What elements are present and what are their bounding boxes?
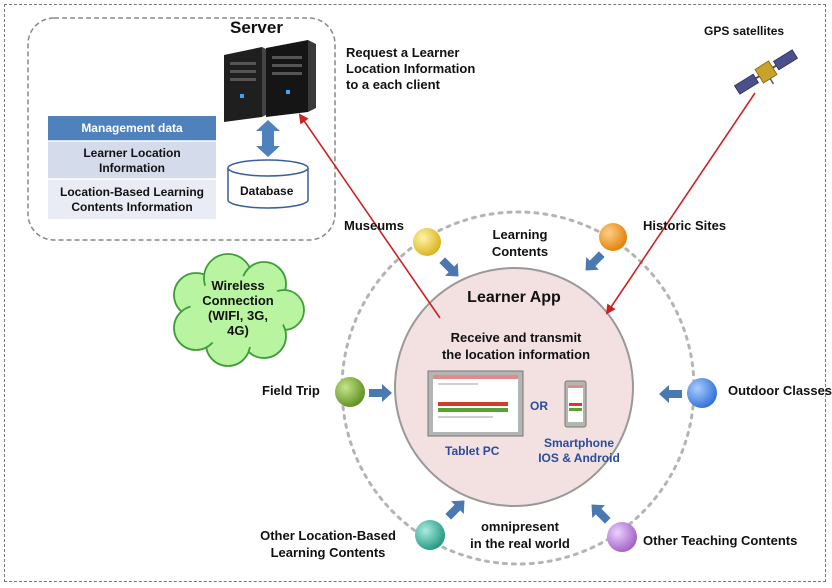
other-teaching-node <box>607 522 637 552</box>
server-icon <box>224 40 316 122</box>
mgmt-row-learning-contents: Location-Based Learning Contents Informa… <box>59 185 205 214</box>
server-database-arrow <box>256 120 280 157</box>
other-location-label: Other Location-Based Learning Contents <box>260 528 396 560</box>
other-teaching-label: Other Teaching Contents <box>643 533 798 548</box>
mgmt-row-learner-location: Learner Location Information <box>83 146 181 175</box>
gps-arrow <box>605 92 756 315</box>
request-arrow <box>298 113 441 319</box>
wireless-cloud <box>173 253 305 367</box>
outdoor-label: Outdoor Classes <box>728 383 832 398</box>
receive-text: Receive and transmit the location inform… <box>441 330 591 362</box>
historic-label: Historic Sites <box>643 218 727 233</box>
server-title: Server <box>230 18 283 37</box>
smartphone-label: Smartphone IOS & Android <box>538 436 620 465</box>
field-trip-label: Field Trip <box>262 383 320 398</box>
database-icon <box>227 159 309 209</box>
outdoor-node <box>687 378 717 408</box>
request-text: Request a Learner Location Information t… <box>346 45 476 92</box>
smartphone-icon <box>564 380 587 428</box>
mgmt-row2-bg <box>48 179 216 219</box>
gps-label: GPS satellites <box>704 24 785 38</box>
museums-node <box>413 228 441 256</box>
learner-app-title: Learner App <box>467 289 561 306</box>
tablet-icon <box>427 370 524 437</box>
historic-node <box>599 223 627 251</box>
blue-arrows <box>369 251 682 524</box>
other-location-node <box>415 520 445 550</box>
field-trip-node <box>335 377 365 407</box>
museums-label: Museums <box>344 218 404 233</box>
learning-contents-label: Learning Contents <box>491 227 549 259</box>
wireless-text: Wireless Connection (WIFI, 3G, 4G) <box>202 278 274 338</box>
or-label: OR <box>530 399 548 413</box>
satellite-icon <box>733 49 799 95</box>
tablet-label: Tablet PC <box>445 444 500 458</box>
omnipresent-label: omnipresent in the real world <box>470 519 570 551</box>
server-box <box>27 17 336 241</box>
diagram-frame <box>4 4 826 582</box>
mgmt-header-bg <box>48 116 216 141</box>
mgmt-header: Management data <box>81 121 183 135</box>
mgmt-row1-bg <box>48 141 216 179</box>
database-label: Database <box>240 184 294 198</box>
